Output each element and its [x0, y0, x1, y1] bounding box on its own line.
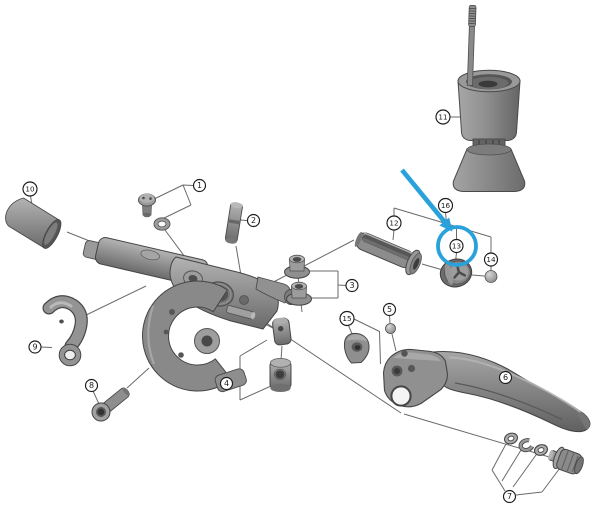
- part-6-lever-blade: [382, 348, 591, 433]
- highlight-circle: [436, 225, 478, 267]
- part-4-joint-parts: [269, 317, 292, 392]
- callout-3: 3: [345, 278, 359, 293]
- svg-text:10: 10: [25, 185, 35, 194]
- part-15-reach-block: [343, 332, 370, 364]
- part-10-grip-cover: [5, 197, 62, 249]
- svg-text:6: 6: [503, 373, 508, 382]
- part-2-pin: [224, 202, 243, 244]
- part-3-nuts: [284, 254, 312, 306]
- svg-text:2: 2: [251, 216, 256, 225]
- svg-text:9: 9: [32, 343, 37, 352]
- callout-15: 15: [339, 310, 355, 327]
- callout-10: 10: [22, 181, 38, 197]
- svg-text:4: 4: [224, 379, 229, 388]
- callout-16: 16: [437, 197, 454, 214]
- callout-7: 7: [502, 489, 517, 504]
- part-14-ball: [484, 270, 498, 283]
- part-5-ball: [385, 323, 396, 334]
- svg-text:7: 7: [507, 492, 512, 501]
- highlight-arrow-shaft: [400, 168, 448, 225]
- callout-8: 8: [84, 378, 99, 393]
- svg-text:14: 14: [486, 255, 496, 264]
- callout-6: 6: [498, 370, 513, 385]
- svg-text:16: 16: [441, 201, 451, 210]
- highlight-layer: [400, 168, 478, 267]
- svg-text:11: 11: [438, 113, 447, 122]
- callout-5: 5: [382, 302, 397, 317]
- callout-4: 4: [219, 376, 234, 391]
- svg-text:1: 1: [197, 181, 202, 190]
- svg-text:15: 15: [342, 314, 351, 323]
- body-pushrod-pin: [226, 305, 256, 320]
- callout-11: 11: [435, 109, 451, 125]
- callout-12: 12: [386, 215, 402, 231]
- part-7-pivot-hardware: [503, 432, 584, 475]
- svg-text:8: 8: [89, 381, 94, 390]
- svg-text:3: 3: [349, 281, 354, 290]
- callout-9: 9: [28, 340, 42, 354]
- part-8-clamp-bolt: [91, 387, 130, 422]
- lever-body: [82, 237, 298, 393]
- svg-text:5: 5: [387, 305, 392, 314]
- part-9-clamp-band: [42, 295, 88, 367]
- part-13-piston: [439, 258, 473, 288]
- part-1-bleed-screw: [138, 193, 171, 231]
- part-12-piston-sleeve: [354, 231, 422, 276]
- callout-14: 14: [483, 252, 499, 267]
- svg-text:12: 12: [389, 219, 398, 228]
- callout-1: 1: [192, 178, 207, 193]
- funnel-plunger-rod: [466, 5, 477, 86]
- callout-13: 13: [449, 238, 464, 254]
- svg-text:13: 13: [452, 242, 461, 251]
- callout-2: 2: [246, 213, 261, 228]
- part-11-bleed-funnel: [452, 5, 526, 192]
